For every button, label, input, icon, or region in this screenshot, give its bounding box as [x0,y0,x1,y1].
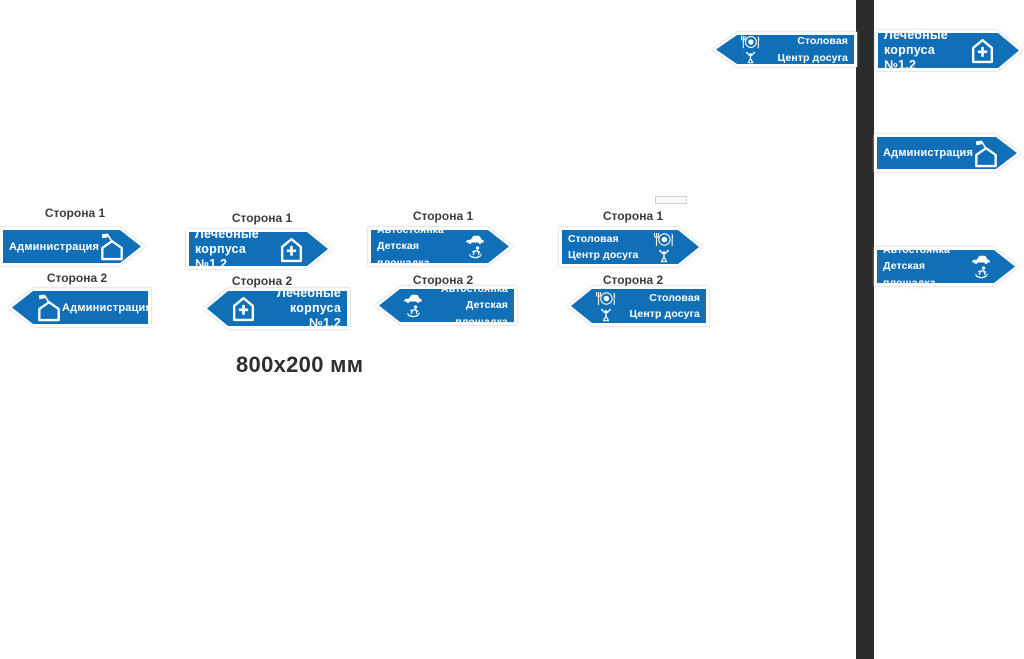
flag-building-icon [36,293,62,322]
leisure-icon [599,308,613,322]
sign-text-line2: Центр досуга [777,51,848,64]
sign-text: Администрация [62,301,153,314]
pole-sign-dining: Столовая Центр досуга [712,32,857,67]
sign-dining-side1: Столовая Центр досуга [559,227,703,267]
dining-icon [595,291,617,306]
side1-label-dining: Сторона 1 [602,209,664,223]
flag-building-icon [973,139,999,168]
sign-face [189,232,328,266]
side1-label-medical: Сторона 1 [231,211,293,225]
sign-text: Администрация [9,240,100,253]
dining-icon [653,232,675,247]
dining-icon [740,35,761,49]
sign-text-line2: корпуса №1,2 [884,43,936,72]
medical-building-icon [231,295,256,322]
sign-text: Администрация [883,147,974,159]
sign-face [379,289,514,322]
sign-text-line2: корпуса №1,2 [195,241,247,271]
side2-label-medical: Сторона 2 [231,274,293,288]
sign-text-line1: Столовая [797,35,848,48]
sign-text-line2: Детская площадка [377,240,430,269]
sign-text-line2: Центр досуга [629,308,700,320]
sign-text-line1: Лечебные [884,28,948,42]
sign-text-line2: корпуса №1,2 [289,301,341,330]
side2-label-admin: Сторона 2 [46,271,108,285]
side1-label-parking: Сторона 1 [412,209,474,223]
playground-icon [405,304,422,319]
car-icon [403,293,423,303]
sign-face [207,291,347,326]
sign-admin-side2: Администрация [8,288,153,327]
sign-text-line1: Автостоянка [883,244,950,257]
sign-admin-side1: Администрация [0,227,145,266]
sign-text-line1: Столовая [568,232,619,245]
sign-face [571,289,706,323]
car-icon [465,234,485,244]
mounting-bracket [655,196,687,204]
sign-face [562,230,699,264]
dimension-label: 800x200 мм [236,352,364,377]
sign-face [878,33,1019,68]
sign-text-line2: Детская площадка [883,260,936,289]
sign-medical-side2: Лечебные корпуса №1,2 [203,286,350,330]
flag-building-icon [99,232,125,261]
sign-text-line1: Автостоянка [377,224,444,237]
sign-medical-side1: Лечебные корпуса №1,2 [186,226,332,271]
sign-text-line2: Центр досуга [568,249,639,261]
leisure-icon [744,51,757,64]
pole-sign-admin: Администрация [874,134,1021,172]
sign-face [877,250,1015,283]
leisure-icon [657,249,671,263]
side1-label-admin: Сторона 1 [44,206,106,220]
side2-label-parking: Сторона 2 [412,273,474,287]
sign-text-line1: Столовая [649,291,700,304]
sign-text-line1: Автостоянка [441,283,508,296]
sign-text-line1: Лечебные [195,226,259,241]
side2-label-dining: Сторона 2 [602,273,664,287]
pole-sign-parking: Автостоянка Детская площадка [874,244,1019,289]
medical-building-icon [970,37,995,64]
sign-parking-side1: Автостоянка Детская площадка [368,224,513,269]
medical-building-icon [279,236,304,263]
sign-dining-side2: Столовая Центр досуга [567,286,709,326]
sign-text-line1: Лечебные [277,286,341,300]
sign-post [856,0,874,659]
sign-face [716,35,854,64]
sign-text-line2: Детская площадка [455,299,508,328]
playground-icon [467,245,484,260]
car-icon [971,254,991,264]
sign-parking-side2: Автостоянка Детская площадка [375,283,517,328]
sign-face [371,230,509,263]
pole-sign-medical: Лечебные корпуса №1,2 [875,28,1023,72]
sign-face [12,291,148,324]
playground-icon [973,265,990,280]
